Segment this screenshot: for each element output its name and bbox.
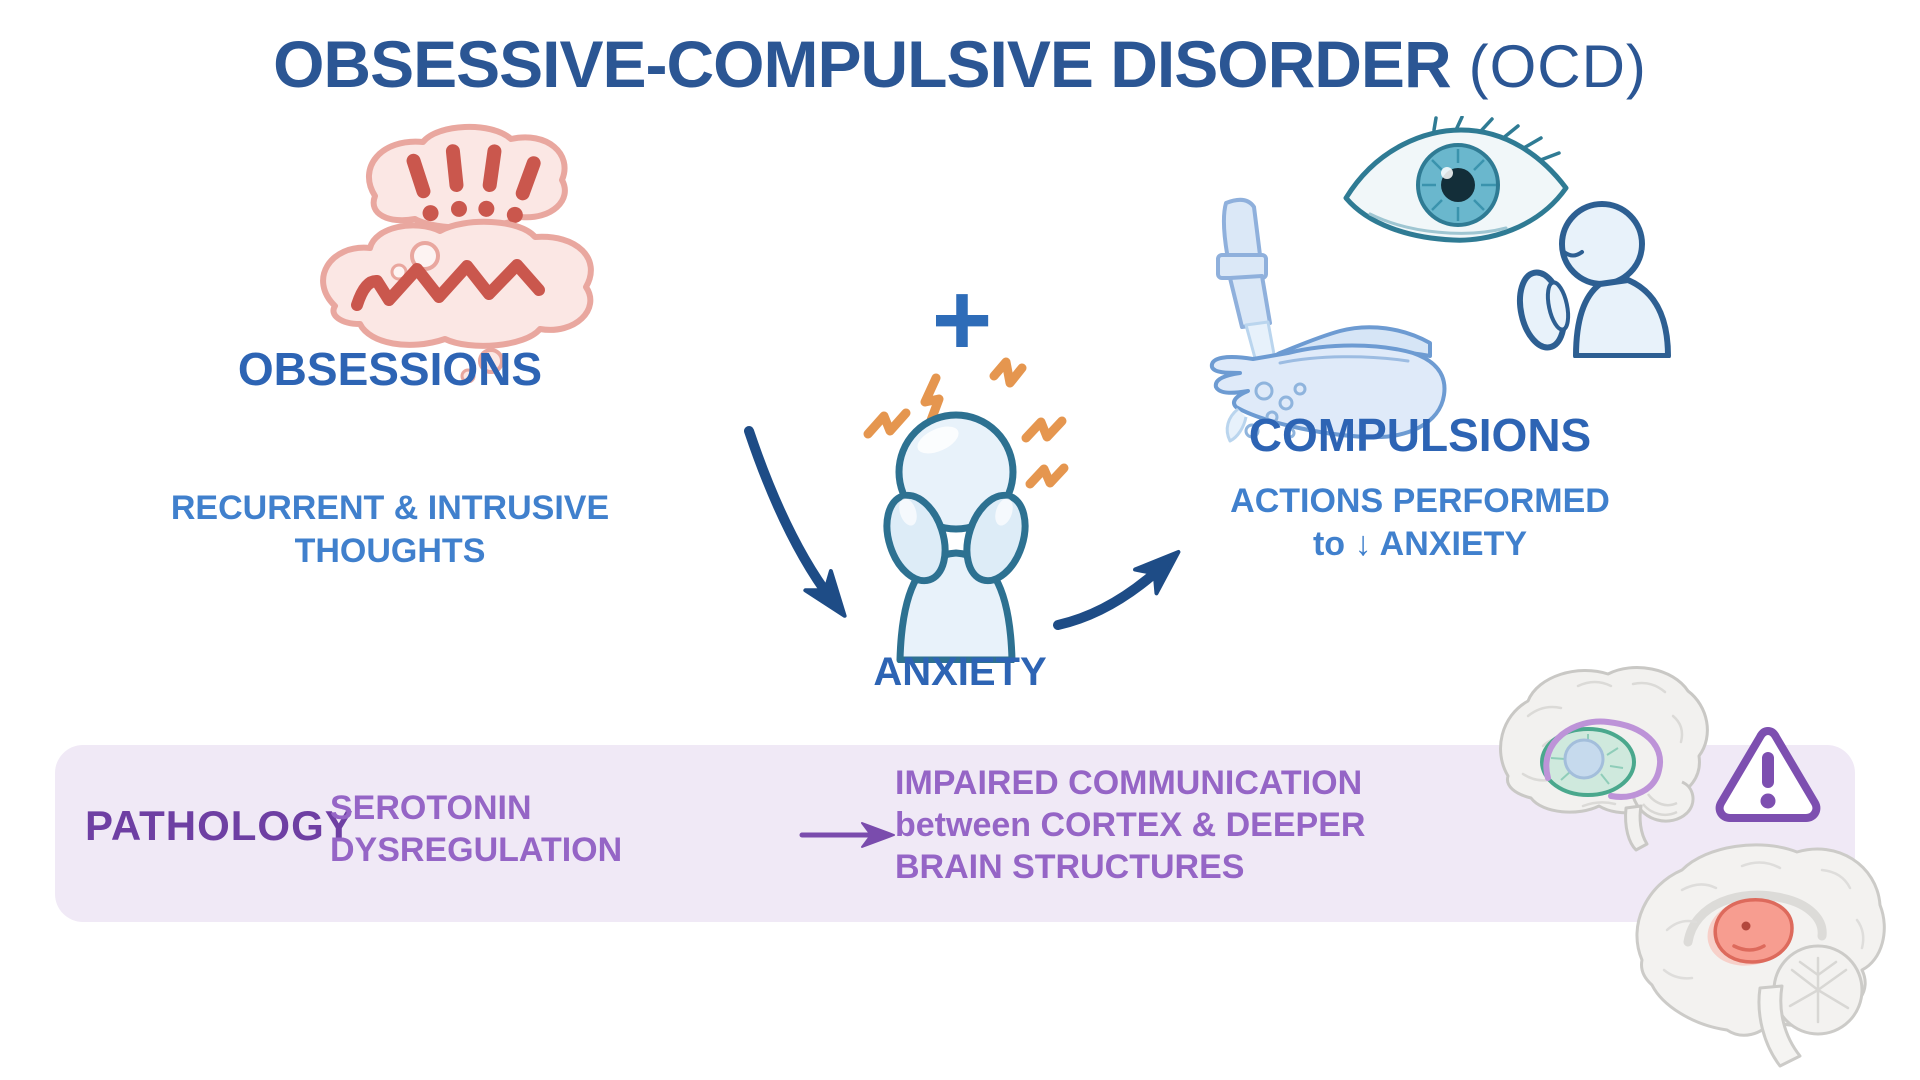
praying-person-icon (1478, 196, 1683, 358)
compulsions-label: COMPULSIONS (1248, 409, 1592, 461)
anxiety-label: ANXIETY (873, 650, 1047, 694)
title-abbreviation: (OCD) (1468, 33, 1647, 100)
page-title: OBSESSIVE-COMPULSIVE DISORDER (273, 27, 1452, 101)
plus-icon: + (931, 262, 993, 378)
thought-bubble-icon (275, 118, 640, 383)
pathology-effect-line1: IMPAIRED COMMUNICATION (895, 764, 1363, 802)
warning-icon (1712, 724, 1824, 826)
hand-washing-icon (1168, 193, 1453, 451)
anxious-person-icon (848, 356, 1070, 663)
anxiety-to-compulsion-arrow-icon (1050, 533, 1195, 638)
pathology-cause-line1: SEROTONIN (330, 789, 532, 827)
obsessions-description: RECURRENT & INTRUSIVE THOUGHTS (110, 487, 670, 573)
pathology-effect-line2: between CORTEX & DEEPER (895, 805, 1366, 844)
brain-sagittal-icon (1622, 830, 1897, 1080)
pathology-cause-line2: DYSREGULATION (330, 831, 623, 870)
serotonin-dysregulation-text: SEROTONIN DYSREGULATION (330, 787, 622, 871)
obsessions-label: OBSESSIONS (237, 343, 543, 395)
obsessions-description-line2: THOUGHTS (294, 531, 486, 570)
impaired-communication-text: IMPAIRED COMMUNICATION between CORTEX & … (895, 763, 1365, 888)
compulsions-description: ACTIONS PERFORMED to ↓ ANXIETY (1150, 480, 1690, 566)
brain-lateral-icon (1483, 656, 1718, 858)
page-title-row: OBSESSIVE-COMPULSIVE DISORDER (OCD) (0, 26, 1920, 102)
pathology-arrow-icon (798, 820, 898, 850)
obsessions-description-line1: RECURRENT & INTRUSIVE (170, 489, 610, 527)
eye-icon (1338, 116, 1573, 258)
pathology-label: PATHOLOGY (85, 802, 354, 849)
pathology-effect-line3: BRAIN STRUCTURES (895, 847, 1245, 886)
compulsions-description-line2: to ↓ ANXIETY (1312, 524, 1528, 563)
compulsions-description-line1: ACTIONS PERFORMED (1230, 482, 1610, 520)
obsession-to-anxiety-arrow-icon (735, 423, 865, 638)
